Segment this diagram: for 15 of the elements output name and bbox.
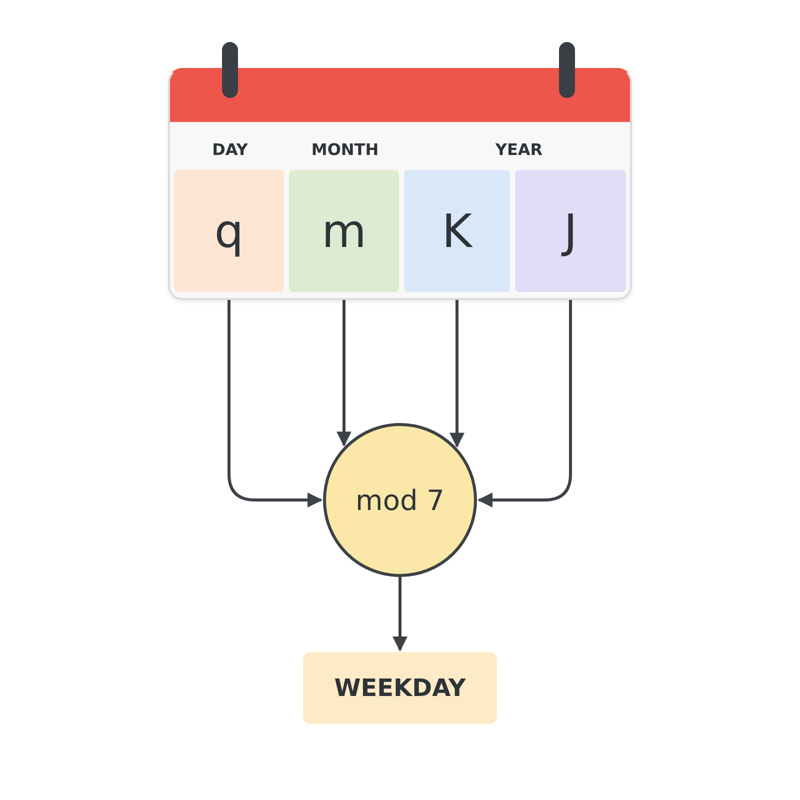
- calendar-card: [168, 68, 632, 300]
- arrow: [336, 300, 352, 447]
- value-cell: q: [174, 170, 284, 292]
- arrow: [392, 577, 408, 652]
- arrow: [228, 300, 322, 508]
- column-header: MONTH: [311, 140, 379, 159]
- operation-circle: mod 7: [323, 423, 477, 577]
- result-box: WEEKDAY: [303, 652, 497, 724]
- arrow: [450, 300, 464, 448]
- value-cell: J: [515, 170, 626, 292]
- column-header: YEAR: [495, 140, 543, 159]
- value-cell: K: [404, 170, 510, 292]
- arrow: [478, 300, 572, 508]
- value-cell: m: [289, 170, 399, 292]
- column-header: DAY: [212, 140, 248, 159]
